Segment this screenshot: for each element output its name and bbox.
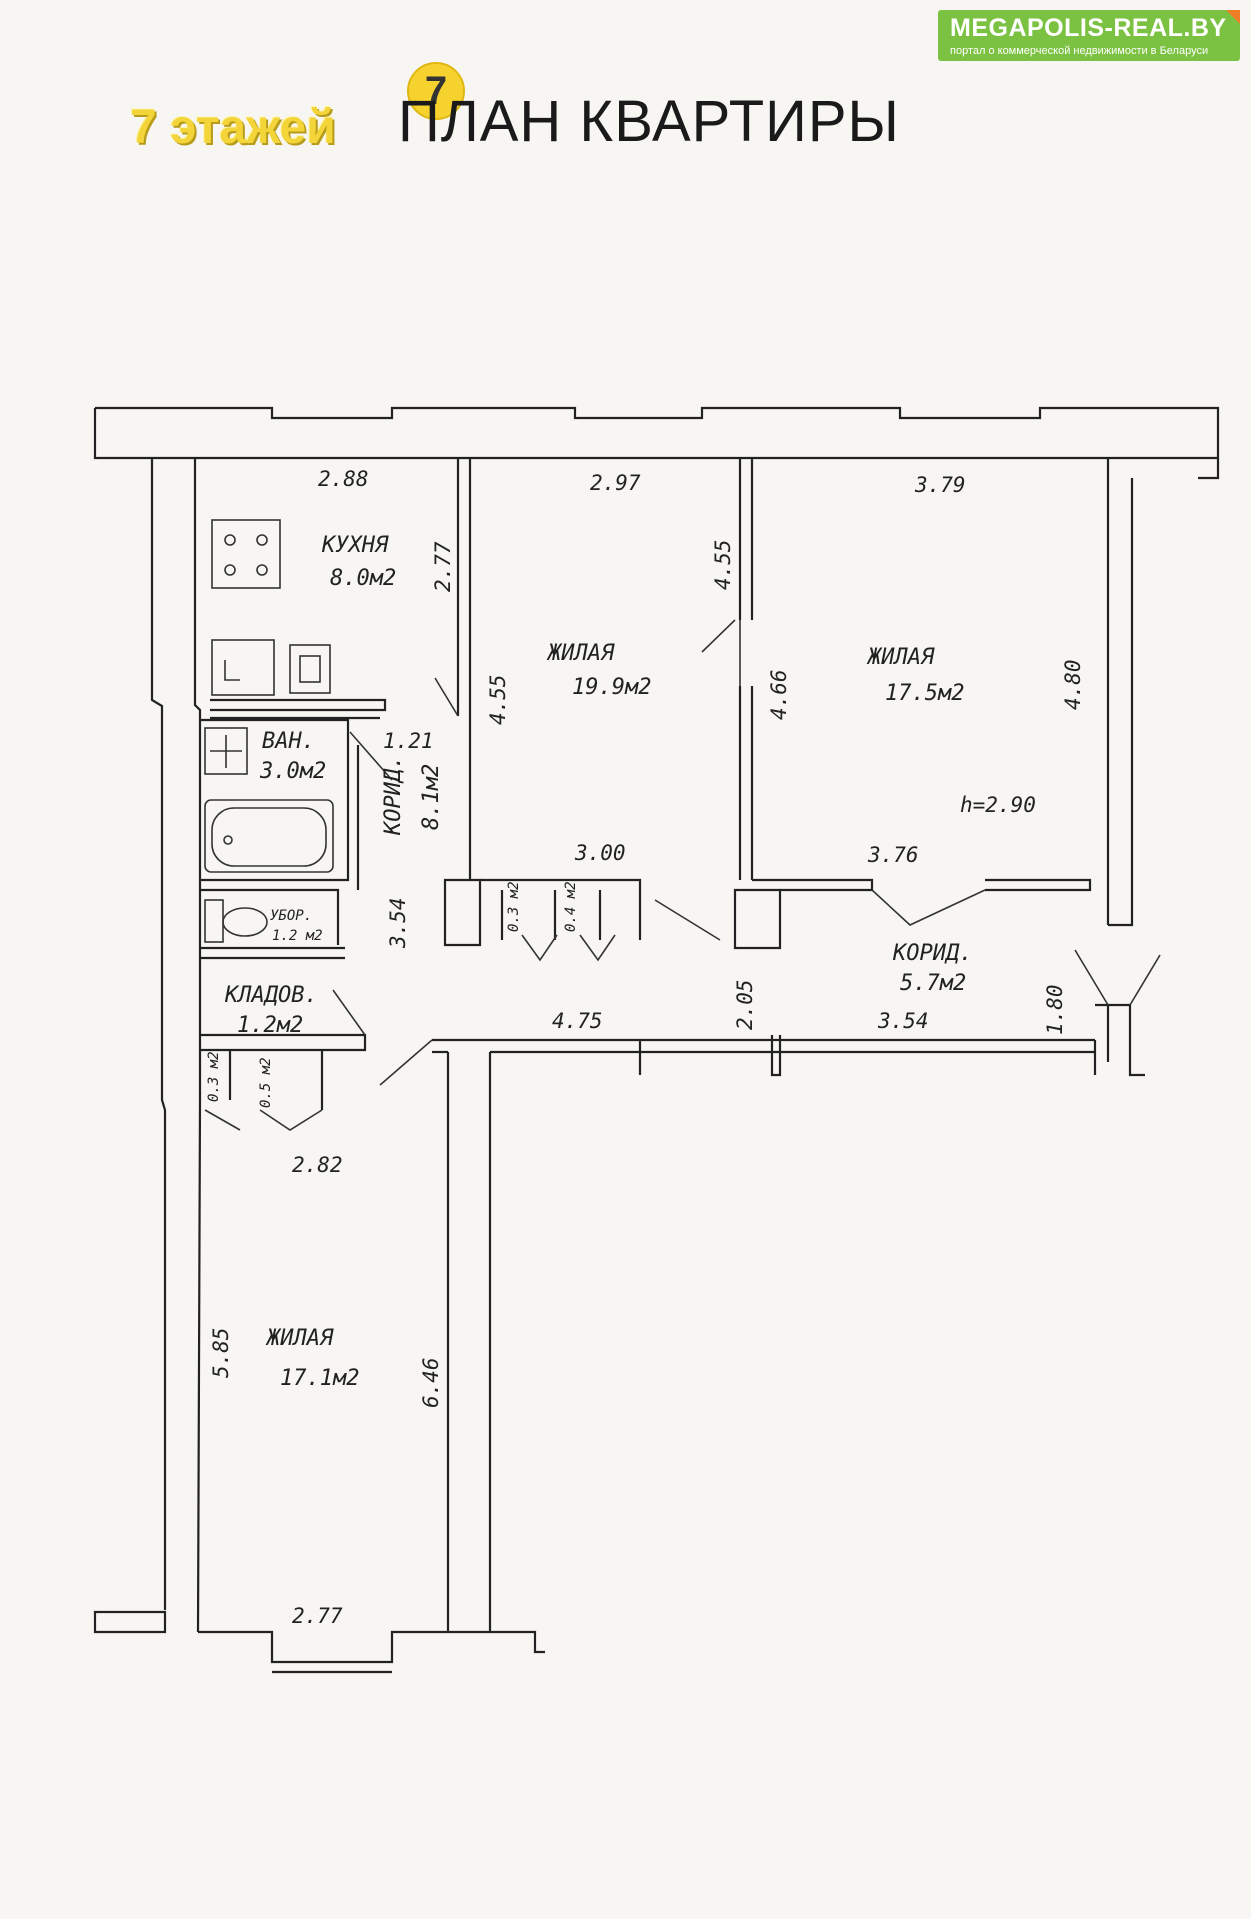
dim-right-bottom: 3.76	[867, 843, 919, 867]
living-bottom-area: 17.1м2	[280, 1366, 359, 1391]
corridor-right-name: КОРИД.	[892, 941, 972, 966]
bath-sink-icon	[204, 727, 248, 775]
dim-center-bottom: 3.00	[574, 841, 626, 865]
bathtub-icon	[204, 799, 334, 873]
corridor-small-area: 8.1м2	[419, 764, 444, 830]
dim-bottom-top-width: 2.82	[292, 1153, 343, 1177]
bath-area: 3.0м2	[259, 759, 326, 784]
closet-d-area: 0.5 м2	[258, 1057, 274, 1108]
dim-ceiling-height: h=2.90	[960, 793, 1036, 817]
corridor-small-name: КОРИД.	[381, 756, 406, 836]
closet-c-area: 0.3 м2	[206, 1051, 222, 1102]
living-bottom-name: ЖИЛАЯ	[265, 1326, 334, 1351]
bath-name: ВАН.	[262, 729, 315, 754]
dimension-labels: 2.88 2.77 2.97 4.55 4.55 3.00 3.79 4.66 …	[209, 467, 1085, 1628]
stove-icon	[211, 519, 281, 589]
walls	[93, 406, 1220, 1674]
room-labels: КУХНЯ 8.0м2 ЖИЛАЯ 19.9м2 ЖИЛАЯ 17.5м2 ВА…	[206, 533, 972, 1391]
brand-name: MEGAPOLIS-REAL.BY	[950, 14, 1227, 42]
closet-a-area: 0.3 м2	[506, 881, 522, 932]
closet-b-area: 0.4 м2	[563, 881, 579, 932]
brand-badge[interactable]: MEGAPOLIS-REAL.BY портал о коммерческой …	[938, 10, 1240, 61]
living-right-name: ЖИЛАЯ	[866, 645, 935, 670]
plan-title: ПЛАН КВАРТИРЫ	[398, 89, 900, 154]
corridor-right-area: 5.7м2	[900, 971, 966, 996]
dim-corridor-length-left: 4.75	[552, 1009, 603, 1033]
dim-bottom-width: 2.77	[292, 1604, 343, 1628]
dim-kitchen-depth: 2.77	[431, 541, 455, 592]
wc-area: 1.2 м2	[272, 928, 323, 944]
dim-bottom-depth-right: 6.46	[419, 1357, 443, 1408]
dim-bottom-depth-left: 5.85	[209, 1327, 233, 1378]
living-center-area: 19.9м2	[572, 675, 651, 700]
dim-center-depth-left: 4.55	[486, 674, 510, 725]
dim-corridor-depth: 2.05	[733, 979, 757, 1030]
wc-name: УБОР.	[270, 908, 312, 924]
dim-center-width: 2.97	[590, 471, 641, 495]
dim-right-width: 3.79	[914, 473, 966, 497]
brand-tagline: портал о коммерческой недвижимости в Бел…	[950, 45, 1209, 57]
kitchen-sink-icon	[289, 644, 331, 694]
toilet-icon	[204, 899, 224, 943]
floors-label: 7 этажей	[130, 101, 336, 154]
counter-icon	[211, 639, 275, 696]
dim-corridor-end: 1.80	[1043, 984, 1067, 1035]
storage-area: 1.2м2	[237, 1013, 303, 1038]
living-center-name: ЖИЛАЯ	[546, 641, 615, 666]
storage-name: КЛАДОВ.	[224, 983, 318, 1008]
fixtures	[204, 519, 1161, 1131]
badge-corner-icon	[1226, 10, 1240, 24]
living-right-area: 17.5м2	[885, 681, 964, 706]
kitchen-area: 8.0м2	[330, 566, 396, 591]
kitchen-name: КУХНЯ	[321, 533, 389, 558]
dim-corridor-small-depth: 3.54	[386, 897, 410, 949]
dim-center-depth-right: 4.55	[711, 539, 735, 590]
dim-corridor-length-right: 3.54	[877, 1009, 929, 1033]
dim-right-depth-right: 4.80	[1061, 659, 1085, 710]
dim-kitchen-width: 2.88	[318, 467, 369, 491]
dim-right-depth-left: 4.66	[767, 669, 791, 720]
seven-logo-icon: 7	[407, 62, 465, 120]
dim-corridor-small-width: 1.21	[383, 729, 434, 753]
